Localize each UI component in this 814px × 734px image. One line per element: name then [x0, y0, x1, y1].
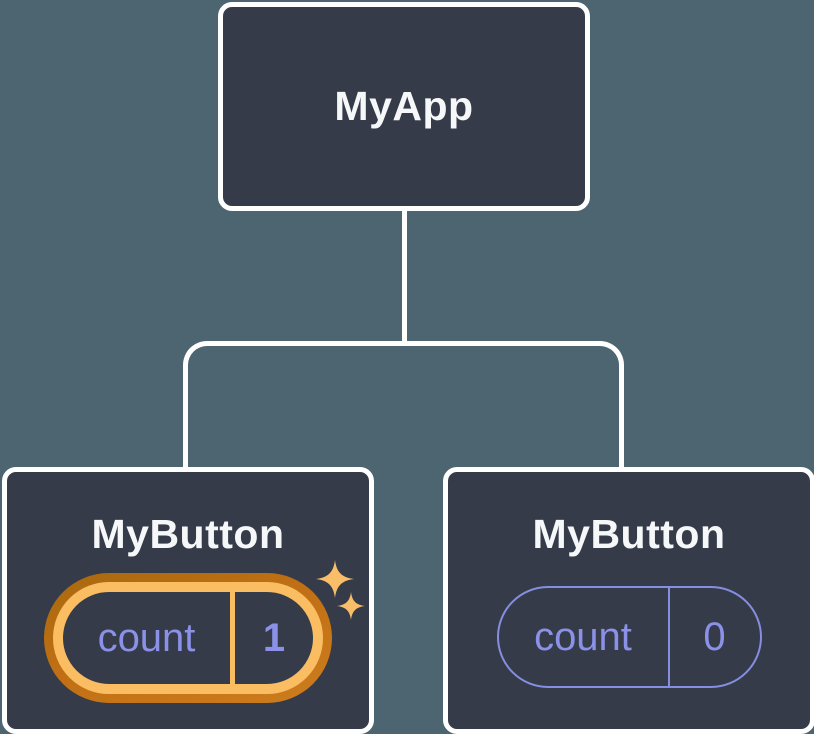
connector-branch — [183, 341, 624, 467]
node-mybutton-plain: MyButton count 0 — [443, 467, 814, 734]
state-name-label: count — [534, 614, 632, 659]
state-value-label: 0 — [703, 614, 726, 659]
state-name-label: count — [97, 615, 196, 660]
node-myapp: MyApp — [218, 2, 590, 211]
state-pill-highlight-ring: count 1 — [44, 573, 332, 703]
node-mybutton-updated-label: MyButton — [91, 511, 285, 557]
connector-stem — [402, 209, 407, 343]
state-value-cell: 0 — [670, 588, 760, 686]
state-pill-plain: count 0 — [496, 586, 762, 688]
sparkle-icon-small — [337, 592, 365, 620]
sparkle-icon-large — [316, 560, 354, 598]
state-name-cell: count — [63, 592, 230, 684]
node-mybutton-plain-label: MyButton — [532, 511, 726, 557]
node-myapp-label: MyApp — [334, 83, 474, 129]
pill-divider — [230, 592, 235, 684]
pill-divider — [667, 588, 670, 686]
state-value-label: 1 — [262, 615, 286, 660]
state-value-cell: 1 — [235, 592, 313, 684]
node-mybutton-updated: MyButton count 1 — [2, 467, 374, 734]
state-name-cell: count — [499, 588, 668, 686]
state-pill-highlighted: count 1 — [53, 582, 323, 694]
